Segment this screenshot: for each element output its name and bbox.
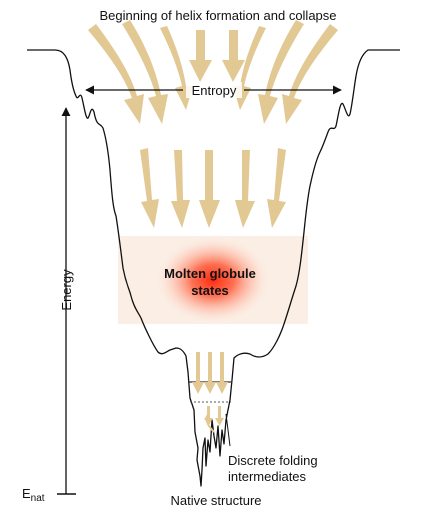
arrow-top-2 xyxy=(122,20,168,124)
entropy-label-bg xyxy=(186,82,242,98)
energy-label: Energy xyxy=(59,269,74,311)
arrow-mid-4 xyxy=(235,150,255,228)
funnel-outline xyxy=(27,49,400,487)
arrow-top-5 xyxy=(222,30,245,82)
arrow-top-1 xyxy=(88,24,144,124)
arrow-mid-1 xyxy=(140,148,159,228)
molten-globule-label-line2: states xyxy=(191,283,229,298)
arrow-top-8 xyxy=(282,24,338,124)
arrow-top-7 xyxy=(258,20,304,124)
entropy-label: Entropy xyxy=(192,83,237,98)
middle-arrows xyxy=(140,148,286,228)
diagram-title: Beginning of helix formation and collaps… xyxy=(99,8,336,23)
discrete-label-line1: Discrete folding xyxy=(228,453,318,468)
arrow-top-3 xyxy=(160,26,193,110)
curl-arrow-icon xyxy=(205,413,215,433)
enat-label: Enat xyxy=(22,486,45,504)
arrow-low-5 xyxy=(215,406,224,426)
molten-globule-label-line1: Molten globule xyxy=(164,266,256,281)
arrow-mid-3 xyxy=(199,150,220,228)
lower-arrows xyxy=(192,352,228,426)
arrow-mid-5 xyxy=(267,148,286,228)
enat-label-main: E xyxy=(22,486,31,501)
discrete-leader-line xyxy=(225,413,231,447)
molten-globule-glow xyxy=(153,234,273,326)
native-structure-label: Native structure xyxy=(170,493,261,508)
arrow-top-4 xyxy=(189,30,212,82)
arrow-low-3 xyxy=(216,352,228,394)
enat-label-sub: nat xyxy=(31,493,45,504)
arrow-low-2 xyxy=(204,352,216,394)
top-arrows xyxy=(88,20,338,124)
arrow-low-1 xyxy=(192,352,204,394)
arrow-mid-2 xyxy=(171,150,190,228)
discrete-label-line2: intermediates xyxy=(228,469,307,484)
